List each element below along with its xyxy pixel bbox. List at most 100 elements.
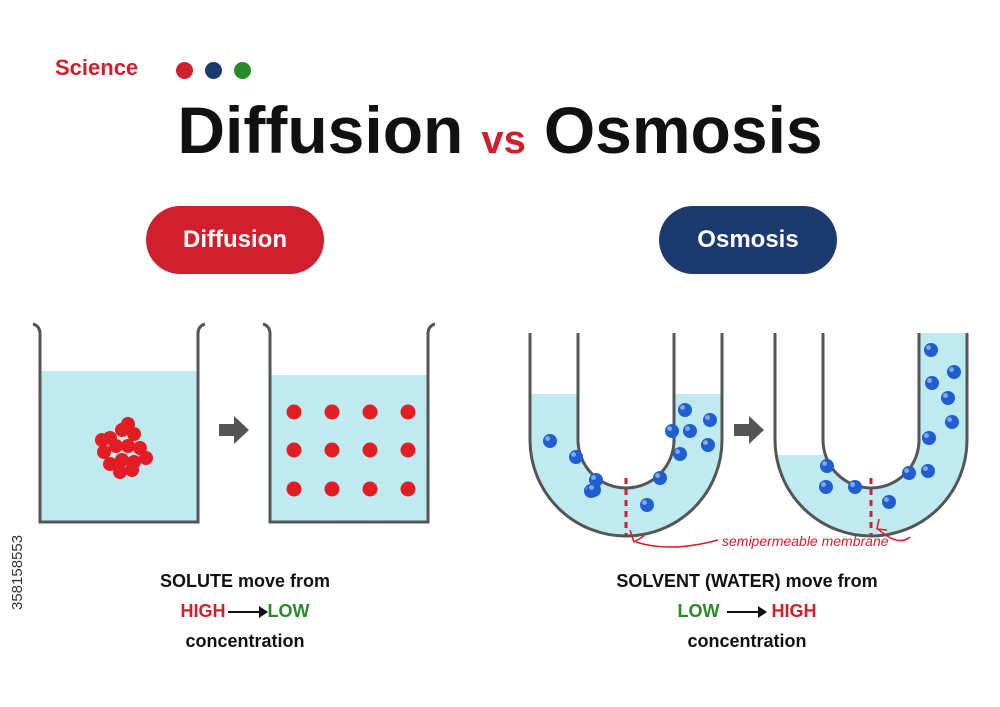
solvent-particle-highlight	[923, 466, 928, 471]
solvent-particle-highlight	[943, 393, 948, 398]
diffusion-caption-line1: SOLUTE move from	[159, 571, 331, 591]
solvent-particle-highlight	[884, 497, 889, 502]
solute-particle	[115, 453, 129, 467]
solute-particle	[113, 465, 127, 479]
solvent-particle	[941, 391, 955, 405]
solute-grid	[286, 404, 416, 497]
solvent-particle	[587, 483, 601, 497]
osmosis-arrow-icon	[734, 416, 764, 444]
diffusion-from: HIGH	[180, 601, 226, 621]
osmosis-caption-line2: LOW HIGH	[582, 596, 912, 626]
blue-dot-icon	[205, 62, 222, 79]
solvent-particle-highlight	[655, 473, 660, 478]
solvent-particle	[543, 434, 557, 448]
solvent-particle-highlight	[705, 415, 710, 420]
solvent-particle-highlight	[591, 475, 596, 480]
membrane-pointer	[635, 539, 719, 548]
solute-particle	[324, 404, 340, 420]
solvent-particle-highlight	[821, 482, 826, 487]
solvent-particle-highlight	[927, 378, 932, 383]
solvent-particle-highlight	[545, 436, 550, 441]
osmosis-caption-line1: SOLVENT (WATER) move from	[616, 571, 878, 591]
solute-cluster	[95, 417, 153, 479]
solvent-particle-highlight	[642, 500, 647, 505]
solvent-particle	[922, 431, 936, 445]
solvent-particle-highlight	[822, 461, 827, 466]
title-vs: vs	[481, 118, 526, 162]
solute-particle	[362, 404, 378, 420]
solvent-particle	[819, 480, 833, 494]
solute-particle	[400, 481, 416, 497]
solvent-particle	[945, 415, 959, 429]
science-label: Science	[55, 55, 139, 80]
solvent-particle-highlight	[949, 367, 954, 372]
osmosis-caption: SOLVENT (WATER) move from LOW HIGH conce…	[582, 566, 912, 656]
stock-id: 358158553	[9, 535, 26, 610]
title-osmosis: Osmosis	[543, 93, 823, 167]
diffusion-arrow-icon	[219, 416, 249, 444]
membrane-pointer-2	[877, 528, 911, 542]
diffusion-caption-line2: HIGH LOW	[110, 596, 380, 626]
red-dot-icon	[176, 62, 193, 79]
solvent-particle	[924, 343, 938, 357]
solvent-particle-highlight	[926, 345, 931, 350]
solute-particle	[139, 451, 153, 465]
solute-particle	[362, 481, 378, 497]
solvent-particle	[947, 365, 961, 379]
solute-particle	[400, 404, 416, 420]
solvent-particle	[921, 464, 935, 478]
solute-particle	[324, 442, 340, 458]
solute-particle	[324, 481, 340, 497]
solvent-particle	[925, 376, 939, 390]
solvent-particle	[703, 413, 717, 427]
solute-particle	[362, 442, 378, 458]
solute-particle	[286, 481, 302, 497]
solvent-particle-highlight	[947, 417, 952, 422]
solvent-particle-highlight	[589, 485, 594, 490]
solvent-particle	[653, 471, 667, 485]
solvent-particle	[683, 424, 697, 438]
solvent-particle-highlight	[571, 452, 576, 457]
solvent-particle-highlight	[850, 482, 855, 487]
diffusion-caption: SOLUTE move from HIGH LOW concentration	[110, 566, 380, 656]
stock-id-text: 358158553	[9, 535, 26, 610]
solvent-particle-highlight	[703, 440, 708, 445]
solute-particle	[95, 433, 109, 447]
page-title: Diffusion vs Osmosis	[0, 92, 1000, 168]
solvent-particle	[820, 459, 834, 473]
title-diffusion: Diffusion	[177, 93, 464, 167]
osmosis-direction-arrow-icon	[726, 606, 767, 619]
solute-particle	[109, 439, 123, 453]
solute-particle	[103, 457, 117, 471]
solvent-particle-highlight	[685, 426, 690, 431]
solvent-particle	[665, 424, 679, 438]
u-tube-after	[773, 333, 969, 538]
membrane-pointer-2-head-icon	[876, 518, 888, 531]
diffusion-pill: Diffusion	[146, 206, 324, 274]
solvent-particle-highlight	[904, 468, 909, 473]
green-dot-icon	[234, 62, 251, 79]
solute-particle	[286, 404, 302, 420]
solute-particle	[121, 439, 135, 453]
solvent-particle	[902, 466, 916, 480]
osmosis-to: HIGH	[771, 601, 817, 621]
membrane-pointer-head-icon	[629, 529, 645, 544]
osmosis-caption-line3: concentration	[687, 631, 807, 651]
solvent-particle-highlight	[667, 426, 672, 431]
solvent-particle-highlight	[680, 405, 685, 410]
diffusion-direction-arrow-icon	[227, 606, 268, 619]
solvent-particle-highlight	[924, 433, 929, 438]
solute-particle	[400, 442, 416, 458]
solvent-particle	[848, 480, 862, 494]
beaker-before	[32, 322, 206, 524]
solvent-particle	[882, 495, 896, 509]
osmosis-pill: Osmosis	[659, 206, 837, 274]
diffusion-to: LOW	[267, 601, 310, 621]
solvent-particle	[673, 447, 687, 461]
solvent-particles	[543, 343, 961, 512]
diffusion-caption-line3: concentration	[185, 631, 305, 651]
solute-particle	[121, 417, 135, 431]
solute-particle	[286, 442, 302, 458]
solute-particle	[125, 463, 139, 477]
